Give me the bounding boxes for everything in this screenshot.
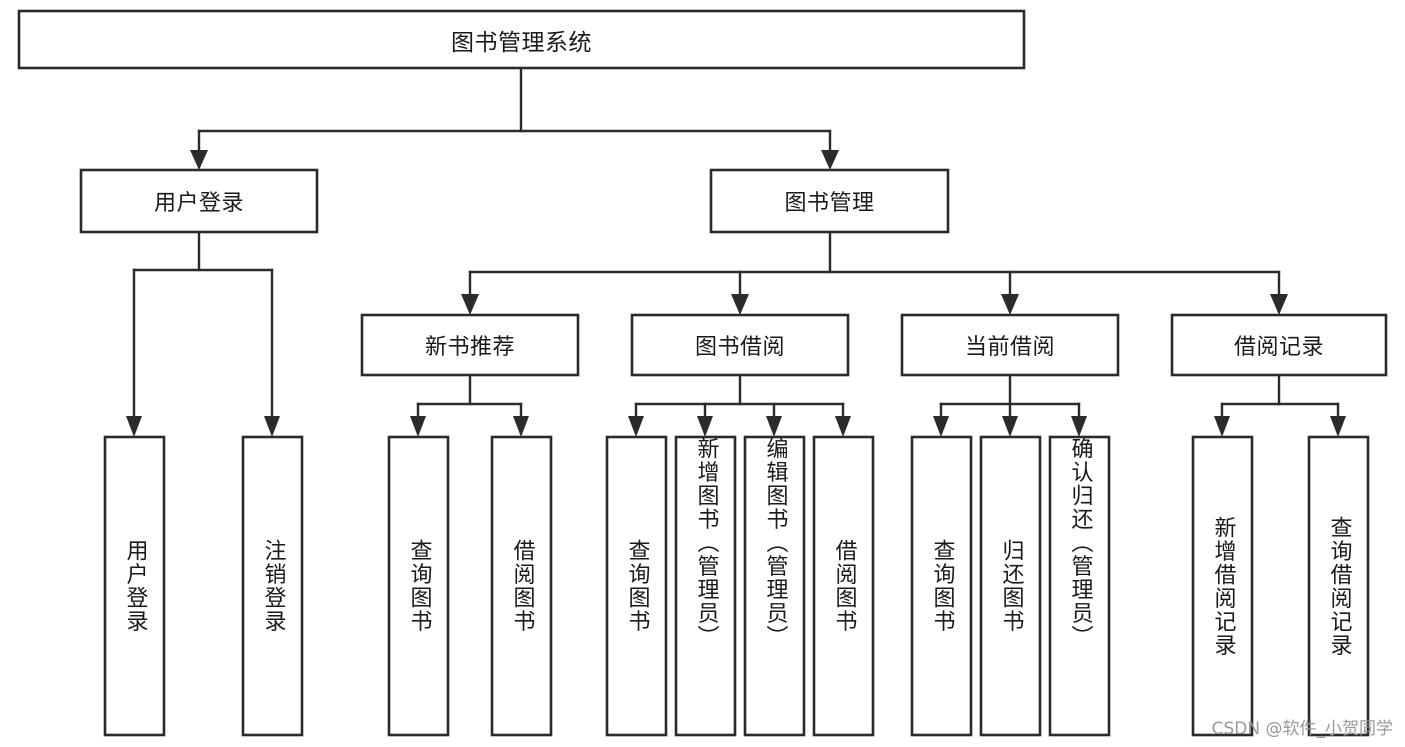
connector-group-current-borrow <box>933 373 1087 437</box>
connector-group-book-mgmt <box>461 230 1288 315</box>
node-leaf-book-borrow-3[interactable] <box>743 435 806 737</box>
node-leaf-book-borrow-4[interactable] <box>812 435 875 737</box>
node-leaf-user-login-2[interactable] <box>241 435 304 737</box>
node-new-book-recommend[interactable] <box>360 313 580 377</box>
node-leaf-borrow-record-2[interactable] <box>1307 435 1370 737</box>
connector-group-user-login <box>126 230 280 437</box>
arrow-head-cb-leaf3 <box>1071 416 1087 437</box>
node-user-login[interactable] <box>79 168 319 234</box>
arrow-head-user-login <box>190 150 208 170</box>
connector-group-new-book <box>410 373 529 437</box>
arrow-head-br-leaf2 <box>1330 416 1346 437</box>
arrow-head-book-mgmt <box>821 150 839 170</box>
node-leaf-borrow-record-1[interactable] <box>1191 435 1254 737</box>
arrow-head-new-book <box>461 294 479 315</box>
node-root[interactable] <box>17 9 1026 70</box>
arrow-head-ul-leaf1 <box>126 416 142 437</box>
arrow-head-borrow <box>731 294 749 315</box>
node-current-borrow[interactable] <box>900 313 1120 377</box>
arrow-head-nb-leaf2 <box>513 416 529 437</box>
node-leaf-current-borrow-3[interactable] <box>1048 435 1111 737</box>
node-leaf-new-book-2[interactable] <box>490 435 553 737</box>
arrow-head-nb-leaf1 <box>410 416 426 437</box>
node-book-borrow[interactable] <box>630 313 850 377</box>
arrow-head-record <box>1270 294 1288 315</box>
node-leaf-book-borrow-2[interactable] <box>674 435 737 737</box>
arrow-head-bb-leaf3 <box>766 416 782 437</box>
node-book-management[interactable] <box>709 168 950 234</box>
node-leaf-new-book-1[interactable] <box>387 435 450 737</box>
connector-group-book-borrow <box>628 373 851 437</box>
node-leaf-current-borrow-2[interactable] <box>979 435 1042 737</box>
connector-group-root <box>190 66 839 170</box>
arrow-head-ul-leaf2 <box>264 416 280 437</box>
arrow-head-bb-leaf4 <box>835 416 851 437</box>
node-leaf-book-borrow-1[interactable] <box>605 435 668 737</box>
arrow-head-bb-leaf2 <box>697 416 713 437</box>
connector-group-borrow-record <box>1214 373 1346 437</box>
arrow-head-current <box>1001 294 1019 315</box>
node-borrow-record[interactable] <box>1170 313 1388 377</box>
arrow-head-cb-leaf2 <box>1002 416 1018 437</box>
arrow-head-br-leaf1 <box>1214 416 1230 437</box>
arrow-head-bb-leaf1 <box>628 416 644 437</box>
node-leaf-user-login-1[interactable] <box>103 435 166 737</box>
arrow-head-cb-leaf1 <box>933 416 949 437</box>
node-leaf-current-borrow-1[interactable] <box>910 435 973 737</box>
